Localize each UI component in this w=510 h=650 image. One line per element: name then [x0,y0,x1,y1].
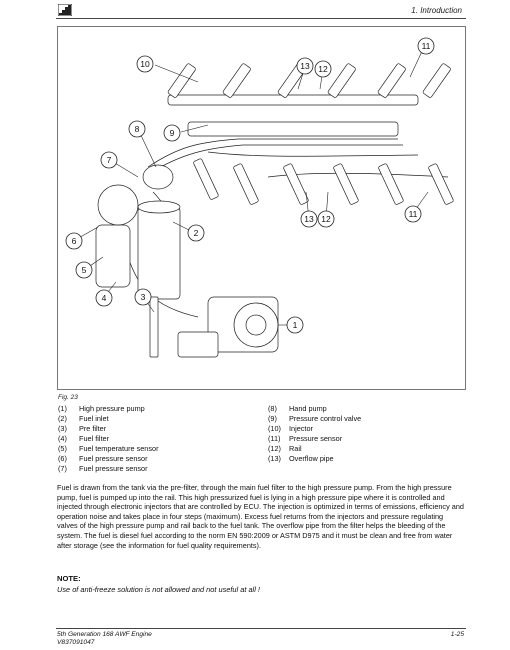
svg-text:4: 4 [102,293,107,303]
legend-item: (6) Fuel pressure sensor [58,454,159,464]
callout-13-top: 13 [296,57,314,75]
callout-2: 2 [187,224,205,242]
legend-number: (5) [58,444,67,453]
legend-label: Injector [289,424,313,433]
footer-title: 5th Generation 168 AWF Engine [57,631,152,638]
figure-caption: Fig. 23 [58,394,78,401]
legend-number: (9) [268,414,277,423]
section-title: 1. Introduction [411,6,462,15]
footer-doc-number: V837091047 [57,639,95,647]
page-number: 1-25 [450,631,464,638]
stairs-logo-icon [58,4,72,16]
engine-fuel-system-figure: 10 13 12 11 8 9 7 6 5 4 2 3 1 13 12 11 [57,26,466,390]
callout-5: 5 [75,261,93,279]
svg-text:5: 5 [82,265,87,275]
legend-number: (1) [58,404,67,413]
body-paragraph: Fuel is drawn from the tank via the pre-… [57,483,464,550]
callout-13-bottom: 13 [300,210,318,228]
legend-label: Pre filter [79,424,107,433]
high-pressure-pump [177,296,279,358]
lower-injectors [193,158,454,205]
legend-item: (1) High pressure pump [58,404,159,414]
legend-number: (8) [268,404,277,413]
callout-12-top: 12 [314,60,332,78]
legend-item: (9) Pressure control valve [268,414,361,424]
legend-item: (2) Fuel inlet [58,414,159,424]
legend-number: (6) [58,454,67,463]
legend-label: Fuel pressure sensor [79,464,148,473]
legend-label: Hand pump [289,404,327,413]
legend-label: Pressure sensor [289,434,343,443]
legend-label: Fuel inlet [79,414,109,423]
legend-item: (3) Pre filter [58,424,159,434]
legend-number: (4) [58,434,67,443]
legend-number: (12) [268,444,281,453]
note-label: NOTE: [57,574,81,583]
legend-item: (12) Rail [268,444,361,454]
legend-number: (11) [268,434,281,443]
svg-text:11: 11 [422,41,431,51]
footer-info: 5th Generation 168 AWF Engine V837091047 [57,631,152,648]
svg-text:9: 9 [170,128,175,138]
fuel-filter-assembly [95,164,181,358]
callout-12-bottom: 12 [317,210,335,228]
callout-6: 6 [65,232,83,250]
svg-text:11: 11 [409,209,418,219]
svg-text:7: 7 [107,155,112,165]
legend-label: Fuel pressure sensor [79,454,148,463]
callout-1: 1 [286,316,304,334]
callout-10: 10 [136,55,154,73]
svg-text:13: 13 [300,61,310,71]
callout-11-bottom: 11 [404,205,422,223]
upper-injectors [167,63,451,98]
legend-left: (1) High pressure pump (2) Fuel inlet (3) P… [58,404,159,474]
callout-8: 8 [128,120,146,138]
svg-text:6: 6 [72,236,77,246]
legend-number: (10) [268,424,281,433]
legend-label: Overflow pipe [289,454,334,463]
svg-text:2: 2 [194,228,199,238]
callout-7: 7 [100,151,118,169]
callout-9: 9 [163,124,181,142]
legend-number: (2) [58,414,67,423]
note-text: Use of anti-freeze solution is not allow… [57,585,260,594]
footer-divider [56,628,466,629]
legend-label: Rail [289,444,302,453]
legend-label: Fuel temperature sensor [79,444,159,453]
legend-item: (7) Fuel pressure sensor [58,464,159,474]
legend-label: High pressure pump [79,404,145,413]
svg-text:8: 8 [135,124,140,134]
legend-number: (3) [58,424,67,433]
legend-item: (4) Fuel filter [58,434,159,444]
svg-text:12: 12 [321,214,331,224]
svg-text:10: 10 [140,59,150,69]
svg-text:13: 13 [304,214,314,224]
fuel-system-illustration: 10 13 12 11 8 9 7 6 5 4 2 3 1 13 12 11 [65,37,454,358]
legend-number: (13) [268,454,281,463]
svg-text:1: 1 [293,320,298,330]
legend-right: (8) Hand pump (9) Pressure control valve (… [268,404,361,464]
legend-item: (13) Overflow pipe [268,454,361,464]
svg-text:3: 3 [141,292,146,302]
svg-text:12: 12 [318,64,328,74]
legend-item: (10) Injector [268,424,361,434]
legend-label: Pressure control valve [289,414,362,423]
legend-item: (8) Hand pump [268,404,361,414]
legend-item: (5) Fuel temperature sensor [58,444,159,454]
callout-11-top: 11 [417,37,435,55]
callout-3: 3 [134,288,152,306]
legend-item: (11) Pressure sensor [268,434,361,444]
legend-number: (7) [58,464,67,473]
callout-4: 4 [95,289,113,307]
header-divider [56,18,466,19]
legend-label: Fuel filter [79,434,110,443]
